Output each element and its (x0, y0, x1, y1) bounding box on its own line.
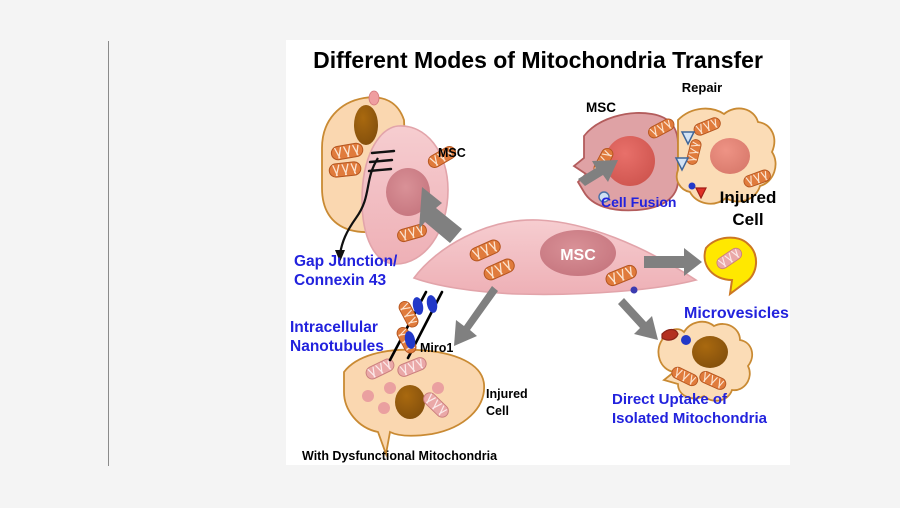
gap-junction-pointer-arrowhead (335, 250, 345, 262)
donor-nucleus (354, 105, 378, 145)
gap-junction-group: MSC Gap Junction/ Connexin 43 (294, 90, 466, 289)
figure-title: Different Modes of Mitochondria Transfer (313, 47, 763, 73)
fusion-repair-marker (695, 187, 707, 200)
microvesicle-body (703, 236, 757, 297)
miro1-proteins (404, 295, 438, 349)
direct-uptake-group: Direct Uptake of Isolated Mitochondria (612, 320, 768, 427)
direct-uptake-label-line2: Isolated Mitochondria (612, 410, 768, 427)
gap-junction-label-line2: Connexin 43 (294, 272, 387, 289)
msc-center-label: MSC (560, 247, 596, 264)
gap-junction-label-line1: Gap Junction/ (294, 253, 398, 270)
injured-cell-nanotube-line1: Injured (486, 387, 528, 401)
direct-uptake-label-line1: Direct Uptake of (612, 391, 728, 408)
msc-label-fusion: MSC (586, 100, 616, 115)
nanotube-injured-nucleus (395, 385, 425, 419)
cell-fusion-group: Repair MSC Cell Fusion Injured Cell (572, 80, 777, 229)
mitochondria-transfer-figure: Different Modes of Mitochondria Transfer… (286, 40, 790, 465)
dysfunctional-mitochondria-caption: With Dysfunctional Mitochondria (302, 449, 498, 463)
injured-cell-nanotube-line2: Cell (486, 404, 509, 418)
arrow-to-direct-uptake (618, 298, 658, 340)
microvesicle-group: Microvesicles (684, 236, 789, 322)
miro1-label: Miro1 (420, 341, 453, 355)
arrow-to-nanotubules (454, 286, 498, 346)
arrow-to-cell-fusion (578, 160, 618, 186)
gap-junction-pointer-line (338, 157, 379, 255)
nanotubules-label-line2: Nanotubules (290, 338, 384, 355)
microvesicles-label: Microvesicles (684, 305, 789, 322)
nanotubules-label-line1: Intracellular (290, 319, 378, 336)
msc-label-gap-junction: MSC (438, 146, 466, 160)
injured-cell-fusion-line2: Cell (732, 210, 763, 229)
cell-fusion-label: Cell Fusion (601, 194, 676, 210)
injured-cell-fusion-line1: Injured (720, 188, 777, 207)
msc-nucleus (540, 230, 616, 276)
arrow-to-gap-junction (419, 187, 462, 243)
nanotubule-group: Miro1 Intracellular Nanotubules Injured … (290, 290, 528, 463)
fusion-transfer-arrows (674, 131, 696, 172)
released-mitochondria-dot (630, 286, 638, 294)
isolated-mitochondria-marker (681, 335, 691, 345)
figure-canvas: Different Modes of Mitochondria Transfer… (286, 40, 790, 465)
left-divider-line (108, 41, 109, 466)
repair-label: Repair (682, 80, 722, 95)
arrow-to-microvesicles (644, 248, 702, 276)
